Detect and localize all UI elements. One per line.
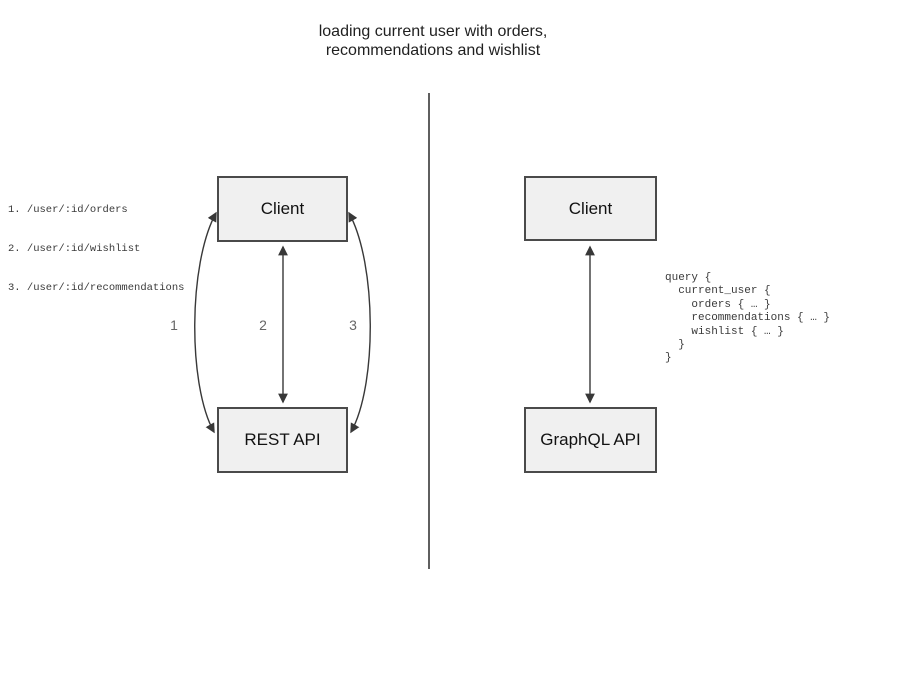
- graphql-client-box: Client: [524, 176, 657, 241]
- rest-api-box-label: REST API: [244, 430, 321, 449]
- graphql-api-box: GraphQL API: [524, 407, 657, 473]
- rest-arrow-3-curve: [348, 211, 371, 434]
- arrow-label-3: 3: [349, 317, 357, 333]
- graphql-api-box-label: GraphQL API: [540, 430, 641, 449]
- rest-endpoints-list: 1. /user/:id/orders 2. /user/:id/wishlis…: [8, 178, 184, 321]
- rest-endpoint-recommendations: 3. /user/:id/recommendations: [8, 282, 185, 294]
- rest-api-box: REST API: [217, 407, 348, 473]
- graphql-query-code: query { current_user { orders { … } reco…: [665, 272, 831, 365]
- title-line-2: recommendations and wishlist: [325, 42, 541, 59]
- graphql-client-box-label: Client: [568, 198, 613, 218]
- rest-endpoint-wishlist: 2. /user/:id/wishlist: [8, 243, 141, 255]
- rest-endpoint-orders: 1. /user/:id/orders: [8, 204, 128, 216]
- diagram-title: loading current user with orders, recomm…: [319, 22, 548, 60]
- vertical-divider: [428, 93, 430, 569]
- rest-arrow-1-curve: [194, 211, 217, 434]
- arrow-label-1: 1: [170, 317, 178, 333]
- rest-client-box-label: Client: [260, 199, 305, 218]
- rest-client-box: Client: [217, 176, 348, 242]
- title-line-1: loading current user with orders,: [318, 23, 548, 40]
- arrow-label-2: 2: [259, 317, 267, 333]
